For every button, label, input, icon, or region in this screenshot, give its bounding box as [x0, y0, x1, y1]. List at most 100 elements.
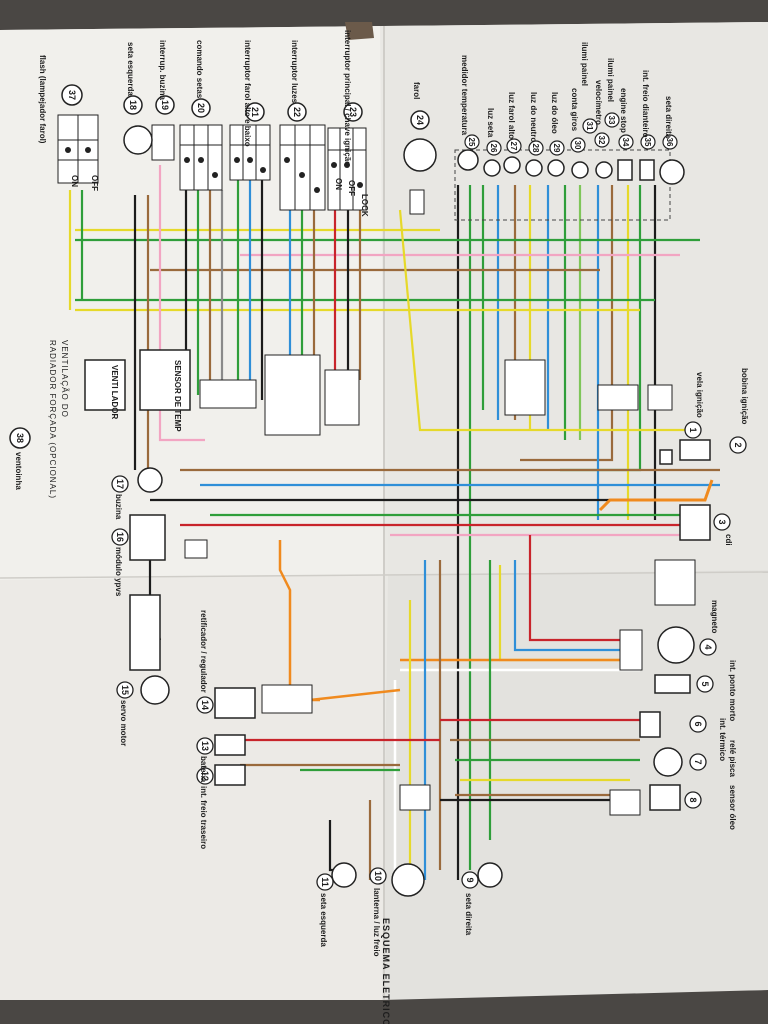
flasher-relay [653, 747, 683, 777]
badge-29: 29 [552, 144, 561, 153]
label-ventoinha: ventoinha [14, 452, 23, 490]
label-luz-neutro: luz do neutro [529, 92, 538, 142]
wire [309, 688, 401, 702]
flash-switch-off-label: OFF [90, 175, 99, 191]
ypvs-module [129, 514, 166, 561]
wire [520, 185, 614, 462]
label-int-termico: int. térmico [718, 718, 727, 761]
label-vela-ignicao: vela ignição [695, 372, 704, 418]
connector-block [264, 354, 321, 436]
label-medidor-temperatura: medidor temperatura [460, 55, 469, 136]
flash-switch-on-label: ON [70, 175, 79, 187]
temp-gauge [457, 149, 479, 171]
label-luz-farol-alto: luz farol alto [507, 92, 516, 139]
badge-25: 25 [467, 138, 476, 147]
label-magneto: magneto [710, 600, 719, 633]
fan-box-label: VENTI LADOR [110, 365, 119, 419]
temp-sensor-label: SENSOR DE TEMP [173, 360, 182, 432]
label-ilumi-painel-2: ilumi painel [606, 58, 615, 102]
label-int-freio-dianteiro: int. freio dianteiro [641, 70, 650, 138]
temp-sensor-box [139, 349, 191, 411]
turn-signal-lamp-rear-left [331, 862, 357, 888]
component-symbols [84, 125, 711, 897]
label-interruptor-farol: interruptor farol alto e baixo [243, 40, 252, 147]
label-seta-direita-rear: seta direita [464, 893, 473, 936]
magneto [657, 626, 695, 664]
paper-fold-horizontal [0, 571, 768, 579]
badge-38: 38 [15, 433, 25, 443]
indicator-lamp [595, 161, 613, 179]
front-brake-switch [639, 159, 655, 181]
label-seta-esquerda-front: seta esquerda [126, 42, 135, 96]
connector-block [504, 359, 546, 416]
indicator-lamp [503, 156, 521, 174]
fan-note-line-1: VENTILAÇÃO DO [60, 340, 69, 418]
indicator-lamp [547, 159, 565, 177]
label-sensor-oleo: sensor óleo [728, 785, 737, 830]
indicator-lamp [571, 161, 589, 179]
turn-signal-lamp-front-right [659, 159, 685, 185]
badge-14: 14 [200, 700, 210, 710]
wire [598, 479, 714, 512]
wire [528, 535, 620, 642]
thermal-switch [639, 711, 661, 738]
badge-33: 33 [607, 116, 616, 125]
wire [513, 560, 620, 652]
label-rele-pisca: relé pisca [728, 740, 737, 777]
badge-4: 4 [703, 644, 713, 649]
ignition-on-label: ON [334, 178, 343, 190]
badge-12: 12 [200, 771, 210, 781]
horn [137, 467, 163, 493]
ignition-lock-label: LOCK [360, 194, 369, 217]
switch-tables: ON OFF ON OFF LOCK [57, 114, 671, 221]
connector-block [184, 539, 208, 559]
connector-block [597, 384, 639, 411]
badge-27: 27 [509, 142, 518, 151]
cdi-unit [679, 504, 711, 541]
rear-brake-switch [214, 764, 246, 786]
label-bateria: bateria [199, 756, 208, 783]
label-interrup-buzina: interrup. buzina [158, 40, 167, 101]
connector-block [609, 789, 641, 816]
diagram-title: ESQUEMA ELETRICO [381, 918, 391, 1024]
oil-sensor [649, 784, 681, 811]
label-modulo-ypvs: módulo ypvs [114, 547, 123, 597]
badge-2: 2 [733, 442, 743, 447]
label-comando-setas: comando setas [195, 40, 204, 99]
badge-8: 8 [688, 797, 698, 802]
component-number-badges: 37 18 19 20 21 22 23 24 25 26 27 28 29 3… [9, 84, 747, 891]
badge-15: 15 [120, 685, 130, 695]
connector-block [399, 784, 431, 811]
badge-18: 18 [128, 100, 138, 110]
badge-6: 6 [693, 721, 703, 726]
connector-block [261, 684, 313, 714]
label-servo-motor: servo motor [119, 700, 128, 746]
badge-17: 17 [115, 479, 125, 489]
badge-7: 7 [693, 759, 703, 764]
ypvs-connector-strip [129, 594, 161, 671]
headlight [403, 138, 437, 172]
label-luz-oleo: luz do óleo [550, 92, 559, 134]
label-seta-direita-front: seta direita [664, 96, 673, 139]
connector-block [619, 629, 643, 671]
label-luz-seta: luz seta [486, 108, 495, 138]
label-interruptor-principal: interruptor principal / chave ignição [343, 30, 352, 166]
badge-30: 30 [573, 141, 582, 150]
label-bobina-ignicao: bobina ignição [740, 368, 749, 425]
switch-table-horn [151, 124, 175, 161]
label-engine-stop: engine stop [619, 88, 628, 133]
rectifier-regulator [214, 687, 256, 719]
label-retificador: retificador / regulador [199, 610, 208, 693]
servo-motor [140, 675, 170, 705]
badge-34: 34 [621, 138, 630, 147]
badge-3: 3 [717, 519, 727, 524]
badge-10: 10 [373, 871, 383, 881]
label-buzina: buzina [114, 494, 123, 520]
wire [398, 209, 700, 432]
label-velocimetro: velocímetro [594, 80, 603, 125]
indicator-lamp [483, 159, 501, 177]
badge-24: 24 [415, 115, 425, 125]
ignition-coil [679, 439, 711, 461]
label-lanterna: lanterna / luz freio [372, 888, 381, 957]
